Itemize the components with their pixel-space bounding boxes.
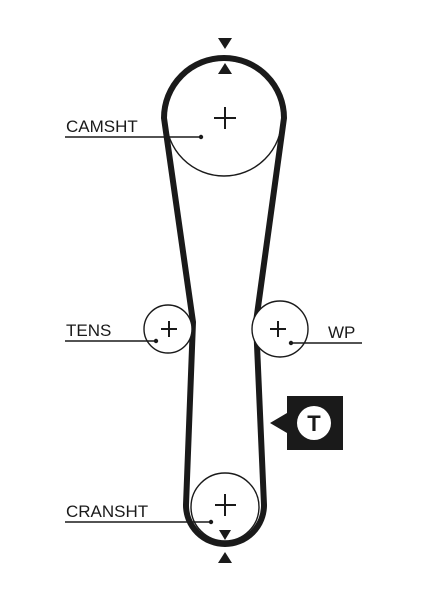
tensioner-label: TENS [66, 321, 111, 340]
camshaft-timing-mark-outer [218, 38, 232, 49]
tensioner-badge-letter: T [307, 411, 321, 436]
water-pump-label: WP [328, 323, 355, 342]
camshaft-center-mark [214, 107, 236, 129]
camshaft-label: CAMSHT [66, 117, 138, 136]
crankshaft-timing-mark-outer [218, 552, 232, 563]
camshaft-timing-mark-inner [218, 63, 232, 74]
crankshaft-timing-mark-inner [219, 530, 231, 540]
timing-belt [161, 55, 287, 547]
tensioner-center-mark [161, 321, 177, 337]
water-pump-center-mark [270, 321, 286, 337]
tensioner-badge: T [270, 396, 343, 450]
crankshaft-center-mark [215, 494, 236, 516]
crankshaft-label: CRANSHT [66, 502, 148, 521]
